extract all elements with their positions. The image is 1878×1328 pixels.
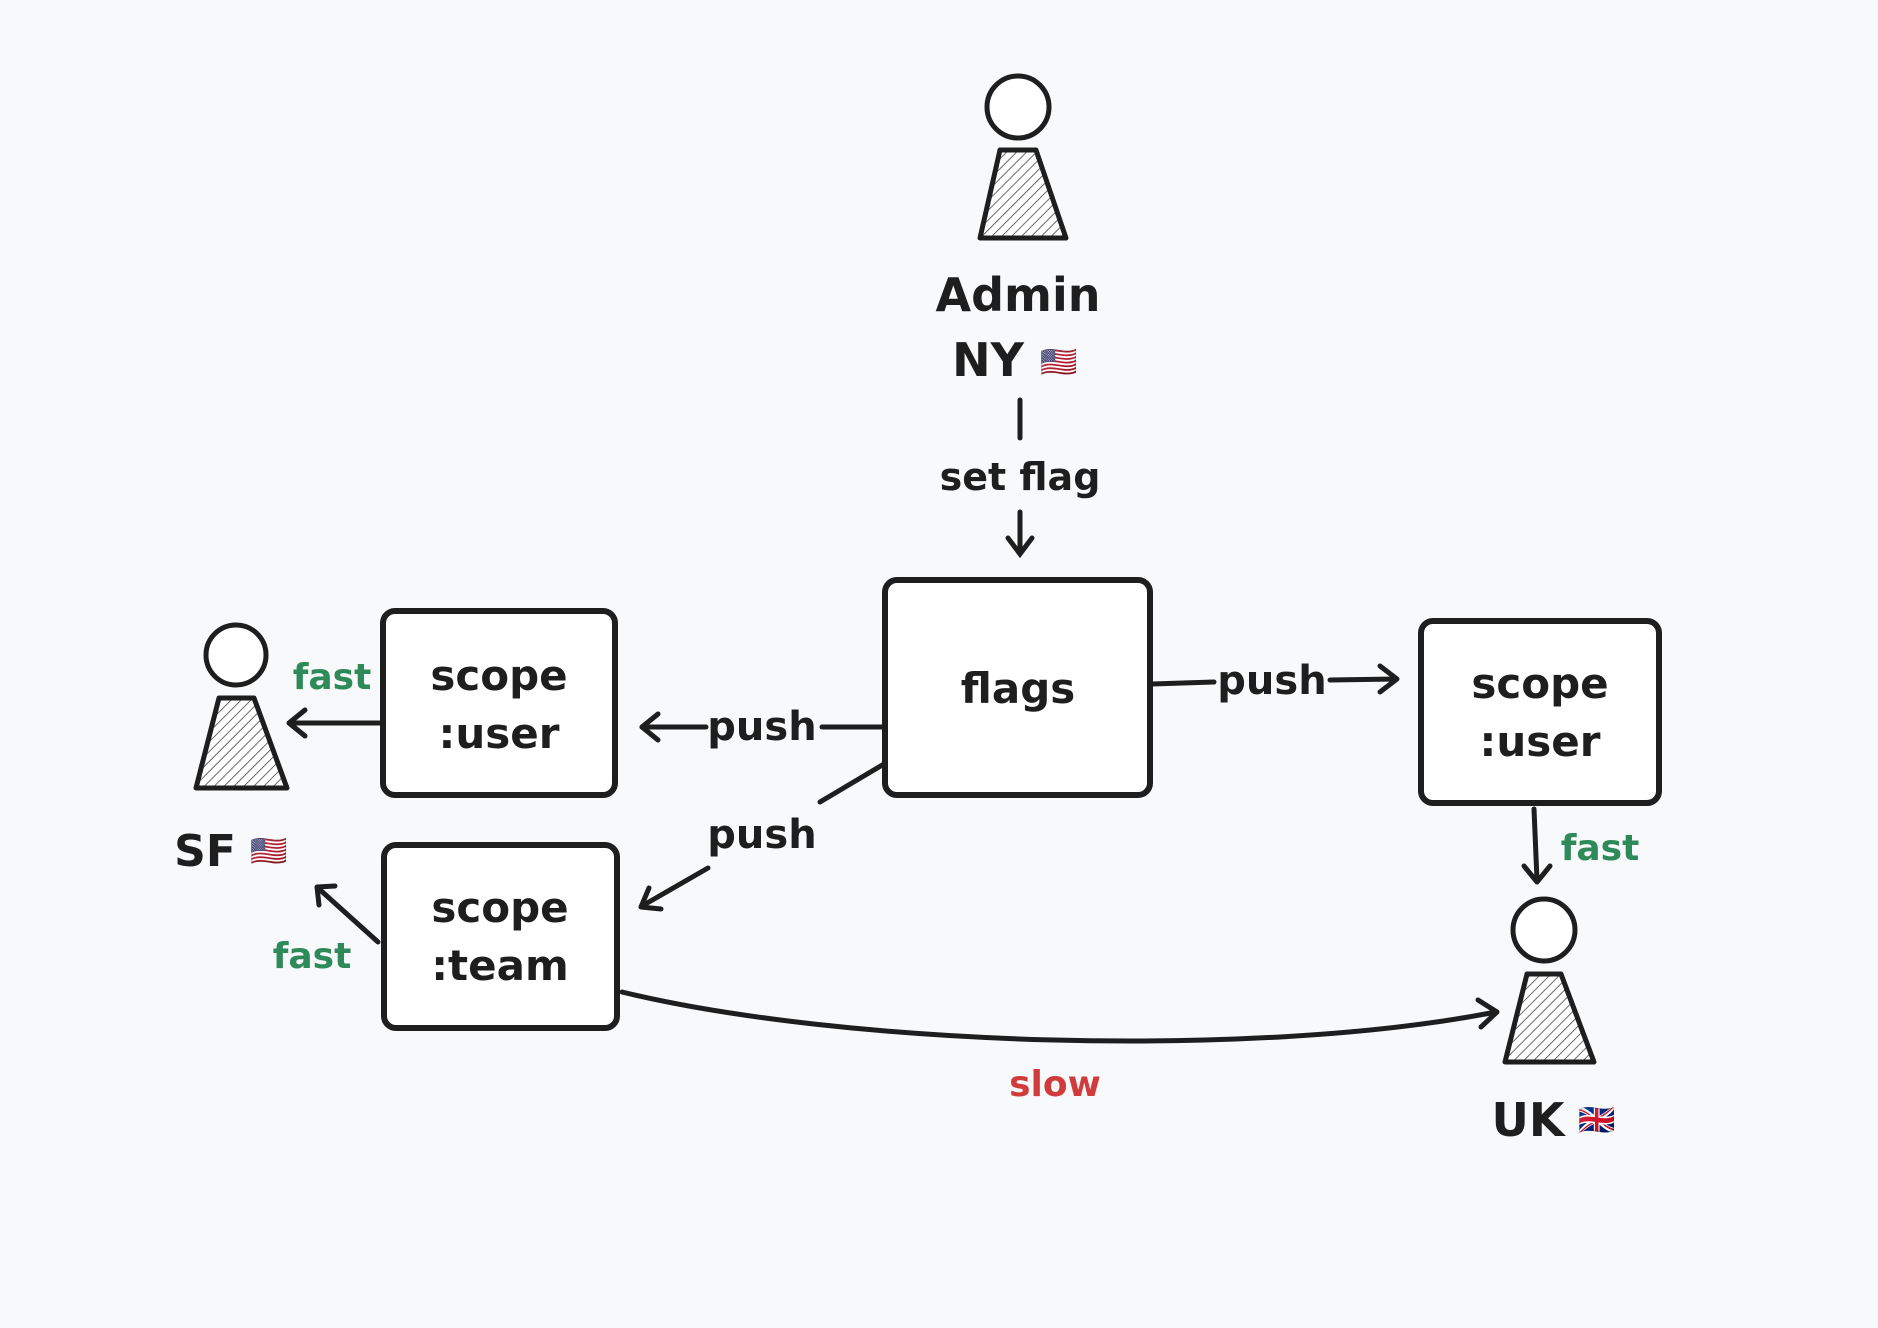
scope-team-line2: :team (431, 941, 568, 990)
uk-location: UK (1492, 1093, 1567, 1147)
sf-flag-icon: 🇺🇸 (250, 834, 287, 869)
flags-box (882, 577, 1153, 798)
slow-label: slow (1009, 1064, 1101, 1105)
push-team-edge (638, 761, 887, 912)
admin-name: Admin (936, 268, 1101, 322)
scope-user-right-line2: :user (1480, 717, 1601, 766)
push-left-label: push (707, 704, 816, 750)
admin-flag-icon: 🇺🇸 (1040, 345, 1077, 380)
sf-location: SF (174, 826, 236, 877)
scope-user-left-box (380, 608, 618, 798)
scope-user-left-line1: scope (430, 651, 567, 700)
admin-location: NY (952, 333, 1024, 387)
set-flag-edge (1005, 397, 1035, 559)
sf-person-icon (193, 622, 290, 791)
slow-edge (619, 989, 1500, 1044)
scope-user-left-line2: :user (439, 709, 560, 758)
fast-sf-team-label: fast (273, 936, 352, 977)
scope-user-right-line1: scope (1471, 659, 1608, 708)
scope-team-line1: scope (431, 883, 568, 932)
scope-user-right-box (1418, 618, 1662, 806)
fast-sf-user-label: fast (293, 657, 372, 698)
push-right-edge (1149, 663, 1400, 695)
uk-person-icon (1502, 896, 1597, 1065)
fast-sf-user-edge (286, 707, 383, 739)
set-flag-label: set flag (940, 455, 1101, 499)
admin-person-icon (977, 73, 1069, 241)
flags-label: flags (961, 664, 1076, 713)
push-team-label: push (707, 812, 816, 858)
push-right-label: push (1217, 658, 1326, 704)
push-left-edge (639, 711, 888, 743)
fast-sf-team-edge (314, 883, 381, 945)
fast-uk-edge (1521, 806, 1553, 885)
scope-team-box (381, 842, 620, 1031)
uk-flag-icon: 🇬🇧 (1578, 1103, 1615, 1138)
fast-uk-label: fast (1561, 828, 1640, 869)
